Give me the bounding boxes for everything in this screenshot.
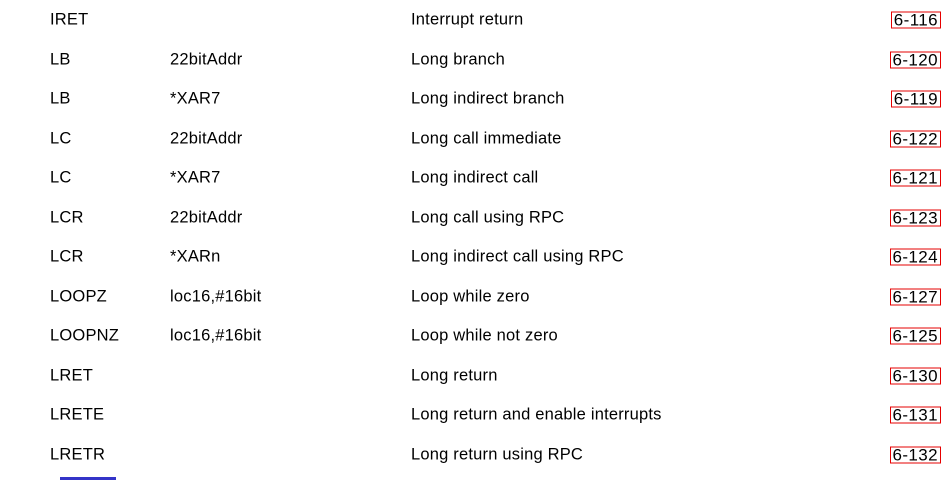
page-number-link[interactable]: 6-123 xyxy=(889,209,941,227)
page-number-link[interactable]: 6-124 xyxy=(889,248,941,266)
instruction-description: Long return and enable interrupts xyxy=(411,405,662,424)
instruction-operands: 22bitAddr xyxy=(170,129,243,148)
instruction-description: Long indirect call xyxy=(411,168,539,187)
table-row: LC 22bitAddr Long call immediate 6-122 xyxy=(0,119,947,159)
instruction-operands: *XARn xyxy=(170,247,221,266)
instruction-description: Interrupt return xyxy=(411,10,524,29)
instruction-description: Long return xyxy=(411,366,498,385)
instruction-mnemonic: LC xyxy=(50,129,72,148)
instruction-operands: 22bitAddr xyxy=(170,208,243,227)
instruction-operands: 22bitAddr xyxy=(170,50,243,69)
instruction-description: Long indirect branch xyxy=(411,89,565,108)
instruction-mnemonic: LB xyxy=(50,50,71,69)
instruction-description: Long indirect call using RPC xyxy=(411,247,624,266)
instruction-mnemonic: IRET xyxy=(50,10,89,29)
table-row: LCR *XARn Long indirect call using RPC 6… xyxy=(0,238,947,278)
table-row: LOOPZ loc16,#16bit Loop while zero 6-127 xyxy=(0,277,947,317)
table-row: LOOPNZ loc16,#16bit Loop while not zero … xyxy=(0,317,947,357)
instruction-mnemonic: LRETR xyxy=(50,445,106,464)
table-row: LC *XAR7 Long indirect call 6-121 xyxy=(0,159,947,199)
page-number-link[interactable]: 6-125 xyxy=(889,327,941,345)
instruction-mnemonic: LC xyxy=(50,168,72,187)
table-row: LCR 22bitAddr Long call using RPC 6-123 xyxy=(0,198,947,238)
instruction-mnemonic: LOOPNZ xyxy=(50,326,120,345)
table-row: LB *XAR7 Long indirect branch 6-119 xyxy=(0,80,947,120)
table-row: LRETR Long return using RPC 6-132 xyxy=(0,435,947,475)
page-number-link[interactable]: 6-116 xyxy=(890,11,941,29)
instruction-description: Loop while zero xyxy=(411,287,530,306)
instruction-description: Long call immediate xyxy=(411,129,562,148)
table-row: LB 22bitAddr Long branch 6-120 xyxy=(0,40,947,80)
page-number-link[interactable]: 6-127 xyxy=(889,288,941,306)
instruction-operands: *XAR7 xyxy=(170,168,221,187)
instruction-description: Long call using RPC xyxy=(411,208,565,227)
page-number-link[interactable]: 6-121 xyxy=(889,169,941,187)
page-number-link[interactable]: 6-132 xyxy=(889,446,941,464)
table-row: LRETE Long return and enable interrupts … xyxy=(0,396,947,436)
page-number-link[interactable]: 6-119 xyxy=(890,90,941,108)
instruction-mnemonic: LRET xyxy=(50,366,93,385)
instruction-description: Long branch xyxy=(411,50,505,69)
instruction-mnemonic: LCR xyxy=(50,208,84,227)
instruction-operands: loc16,#16bit xyxy=(170,287,262,306)
instruction-description: Long return using RPC xyxy=(411,445,584,464)
table-row: LRET Long return 6-130 xyxy=(0,356,947,396)
page-number-link[interactable]: 6-122 xyxy=(889,130,941,148)
instruction-mnemonic: LB xyxy=(50,89,71,108)
instruction-operands: *XAR7 xyxy=(170,89,221,108)
clipped-link-box-fragment[interactable] xyxy=(60,477,116,480)
instruction-operands: loc16,#16bit xyxy=(170,326,262,345)
page-number-link[interactable]: 6-131 xyxy=(889,406,941,424)
instruction-description: Loop while not zero xyxy=(411,326,558,345)
instruction-mnemonic: LRETE xyxy=(50,405,105,424)
instruction-mnemonic: LOOPZ xyxy=(50,287,107,306)
table-row: IRET Interrupt return 6-116 xyxy=(0,1,947,41)
page-number-link[interactable]: 6-130 xyxy=(889,367,941,385)
page-number-link[interactable]: 6-120 xyxy=(889,51,941,69)
instruction-mnemonic: LCR xyxy=(50,247,84,266)
